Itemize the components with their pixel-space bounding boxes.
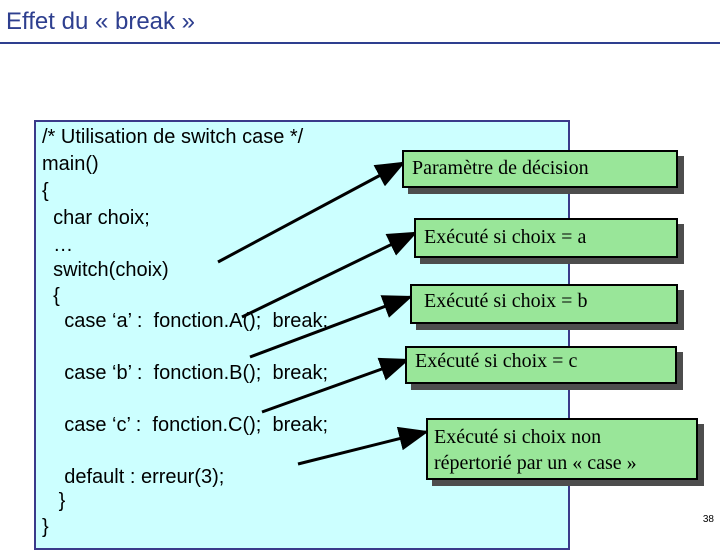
callout-case-b: Exécuté si choix = b (410, 284, 678, 324)
code-line-declaration: char choix; (42, 207, 150, 229)
code-line-default: default : erreur(3); (42, 466, 225, 488)
slide-number: 38 (702, 514, 714, 525)
callout-case-a-text: Exécuté si choix = a (424, 226, 587, 248)
slide-title: Effet du « break » (6, 8, 196, 35)
callout-default: Exécuté si choix non répertorié par un «… (426, 418, 698, 480)
code-line-open-brace: { (42, 180, 49, 202)
code-line-switch: switch(choix) (42, 259, 169, 281)
callout-case-c-text: Exécuté si choix = c (415, 350, 578, 372)
callout-decision-parameter-text: Paramètre de décision (412, 157, 589, 179)
callout-case-a: Exécuté si choix = a (414, 218, 678, 258)
code-line-close-main: } (42, 516, 49, 538)
code-line-ellipsis: … (42, 234, 74, 256)
code-line-case-b: case ‘b’ : fonction.B(); break; (42, 362, 329, 384)
callout-case-b-text: Exécuté si choix = b (424, 290, 588, 312)
callout-default-text: Exécuté si choix non répertorié par un «… (434, 426, 637, 474)
callout-decision-parameter: Paramètre de décision (402, 150, 678, 188)
title-underline (0, 42, 720, 44)
callout-case-c: Exécuté si choix = c (405, 346, 677, 384)
code-line-comment: /* Utilisation de switch case */ (42, 126, 304, 148)
code-line-main: main() (42, 153, 99, 175)
code-line-case-a: case ‘a’ : fonction.A(); break; (42, 310, 329, 332)
code-line-case-c: case ‘c’ : fonction.C(); break; (42, 414, 329, 436)
code-line-close-switch: } (42, 490, 66, 512)
code-line-switch-brace: { (42, 285, 60, 307)
